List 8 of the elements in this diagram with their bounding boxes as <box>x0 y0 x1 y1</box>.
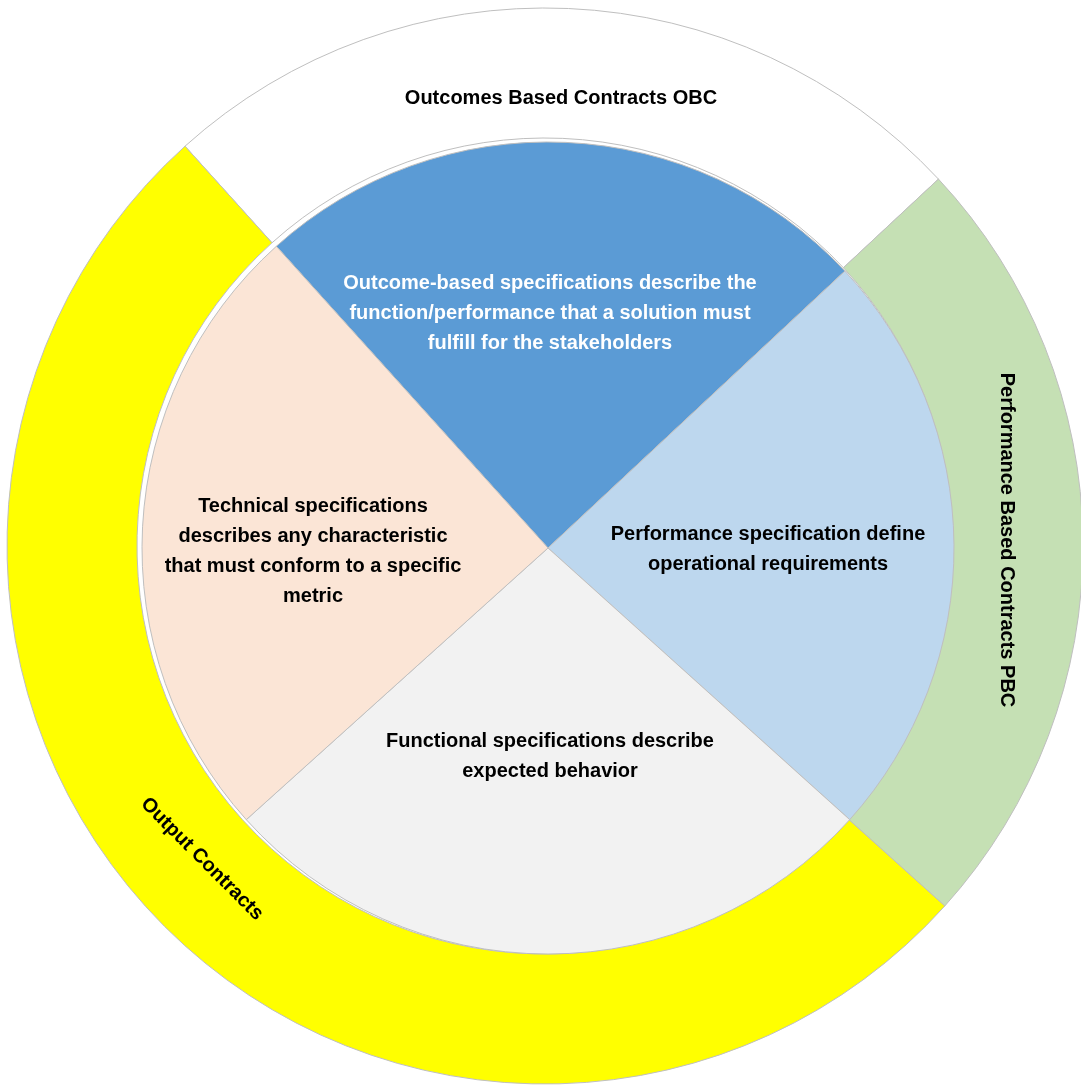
segment-label: Outcomes Based Contracts OBC <box>404 85 718 110</box>
segment-label: Functional specifications describe expected behavior <box>385 728 715 783</box>
segment-label: Technical specifications describes any characteristic that must conform to a specific metric <box>163 493 463 608</box>
ring-segment <box>5 144 947 1086</box>
ring-segment <box>183 6 941 270</box>
segment-label: Outcome-based specifications describe the function/performance that a solution must fulfill for the stakeholders <box>342 270 758 355</box>
segment-label: Performance Based Contracts PBC <box>996 372 1020 708</box>
segment-label: Performance specification define operational requirements <box>609 521 927 576</box>
